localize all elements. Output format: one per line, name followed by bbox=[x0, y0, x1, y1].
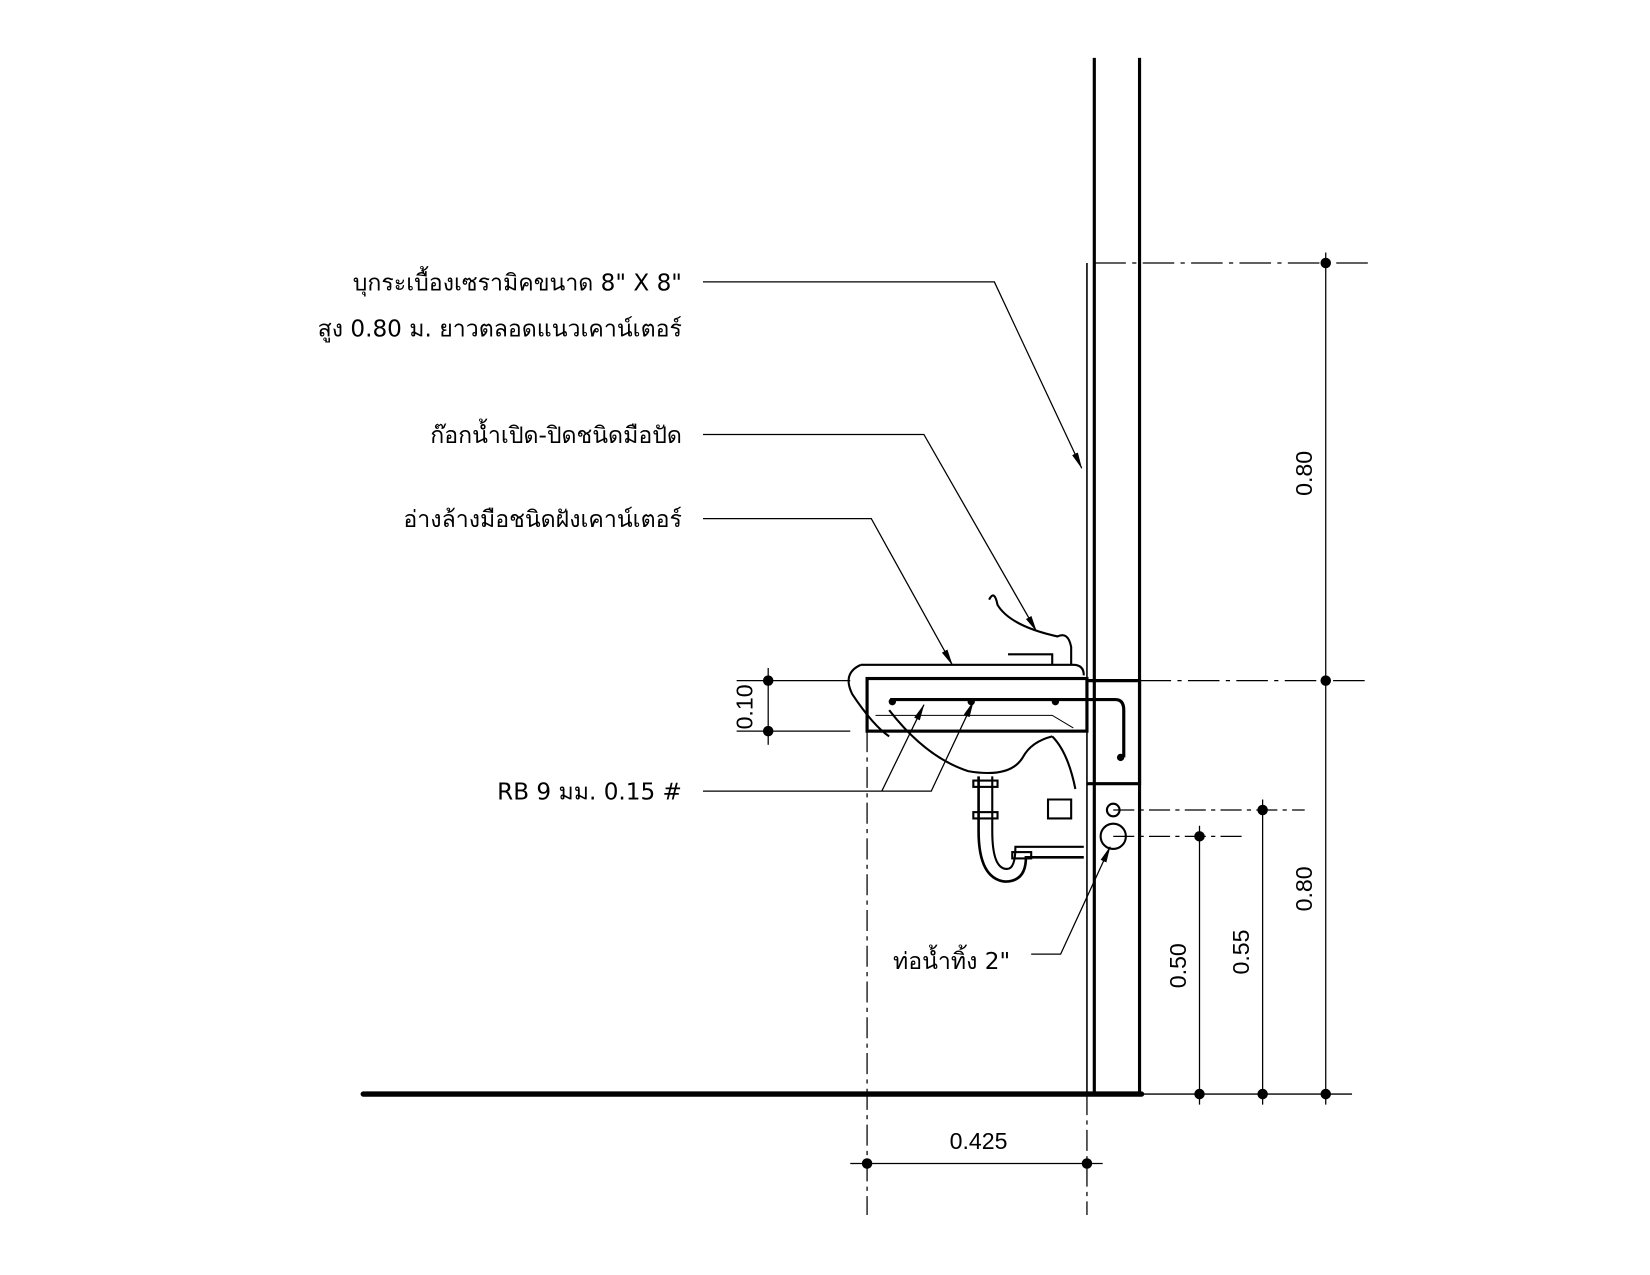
dim-counter-depth: 0.425 bbox=[950, 1128, 1008, 1154]
label-faucet: ก๊อกน้ำเปิด-ปิดชนิดมือปัด bbox=[430, 418, 682, 449]
dimension-lines bbox=[736, 252, 1368, 1216]
counter-slab bbox=[865, 676, 1142, 786]
leader-lines bbox=[702, 281, 1111, 955]
wall bbox=[1086, 57, 1142, 1095]
dim-supply-height: 0.55 bbox=[1228, 930, 1254, 975]
dim-drain-height: 0.50 bbox=[1165, 943, 1191, 988]
faucet bbox=[988, 594, 1073, 665]
label-drain: ท่อน้ำทิ้ง 2" bbox=[893, 944, 1010, 975]
label-tile-line1: บุกระเบื้องเซรามิคขนาด 8" X 8" bbox=[353, 265, 682, 296]
dimension-dots bbox=[762, 257, 1332, 1169]
label-tile-line2: สูง 0.80 ม. ยาวตลอดแนวเคาน์เตอร์ bbox=[318, 316, 682, 343]
label-rebar: RB 9 มม. 0.15 # bbox=[497, 780, 682, 806]
label-sink: อ่างล้างมือชนิดฝังเคาน์เตอร์ bbox=[403, 506, 682, 533]
sink-basin bbox=[847, 663, 1085, 883]
dim-slab-thickness: 0.10 bbox=[731, 684, 757, 729]
dim-lower-height: 0.80 bbox=[1291, 866, 1317, 911]
dim-upper-height: 0.80 bbox=[1291, 451, 1317, 496]
